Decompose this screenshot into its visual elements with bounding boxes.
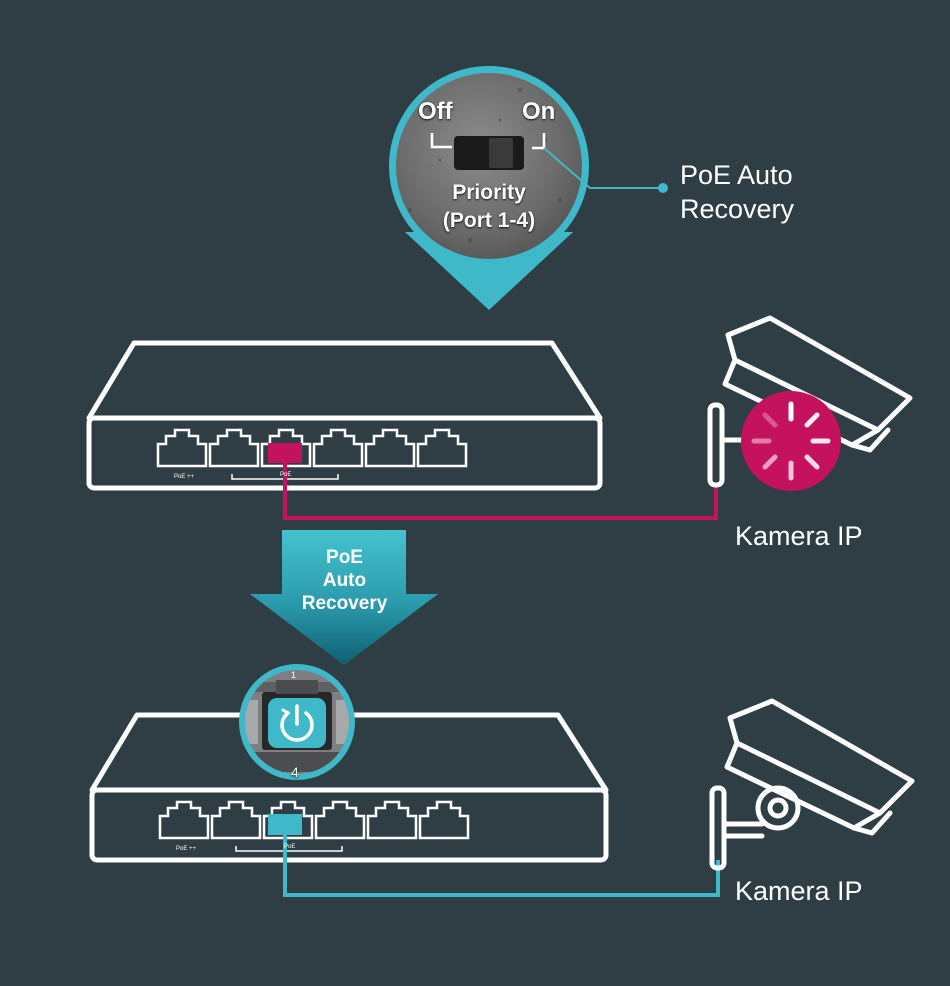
port (158, 800, 210, 840)
center-mark-top: PoE (280, 472, 292, 478)
on-label: On (522, 98, 556, 125)
port (416, 428, 468, 468)
magnifier-callout (389, 66, 589, 310)
port (364, 428, 416, 468)
camera-housing (727, 698, 915, 816)
camera-mount-plate (707, 402, 725, 488)
camera-joint (755, 785, 801, 831)
port-zoom-bottom-number: 4 (291, 764, 299, 780)
poe-mark-top: PoE ++ (174, 474, 195, 480)
poe-mark-bottom: PoE ++ (176, 846, 197, 852)
poe-bracket (235, 846, 343, 852)
switch-top-ports (156, 428, 468, 480)
camera-mount-plate (709, 785, 727, 871)
cable-top (283, 463, 718, 520)
recovery-arrow (250, 530, 438, 665)
port (210, 800, 262, 840)
switch-top-lid (86, 340, 603, 421)
switch-bottom-front (89, 787, 609, 863)
arrow-line-2: Auto (322, 570, 367, 591)
port (156, 428, 208, 468)
camera-joint-center (767, 797, 789, 819)
cable-bottom (283, 835, 720, 897)
loading-spinner-icon (751, 401, 831, 481)
camera-body (724, 740, 883, 831)
switch-top-front (86, 415, 603, 491)
camera-lens (851, 810, 893, 836)
dip-switch-lever (489, 138, 513, 168)
callout-line-2: Recovery (680, 194, 795, 224)
port (366, 800, 418, 840)
arrow-label: PoE Auto Recovery (262, 546, 427, 615)
callout-line-1: PoE Auto (680, 160, 793, 190)
switch-bottom-ports (158, 800, 470, 852)
center-mark-bottom: PoE (284, 844, 296, 850)
camera-bottom-label: Kamera IP (735, 876, 863, 906)
port-zoom-top-number: 1 (291, 670, 297, 680)
port (314, 800, 366, 840)
camera-top-label: Kamera IP (735, 521, 863, 551)
arrow-line-3: Recovery (301, 593, 388, 614)
callout-dot (658, 183, 668, 193)
off-label: Off (418, 98, 453, 125)
port (312, 428, 364, 468)
camera-lens (849, 427, 891, 453)
off-bracket (430, 133, 452, 149)
port-zoom (239, 664, 355, 780)
port (418, 800, 470, 840)
switch-top (86, 340, 603, 491)
camera-housing (725, 315, 913, 433)
switch-bottom (89, 712, 609, 863)
camera-arm (721, 821, 765, 839)
power-restart-icon (280, 704, 314, 742)
camera-bottom (709, 698, 915, 871)
port (208, 428, 260, 468)
callout-leader-line (543, 147, 663, 189)
arrow-line-1: PoE (326, 547, 363, 568)
active-port-plug-top (268, 443, 302, 463)
priority-label: Priority (452, 181, 526, 204)
active-port-plug-bottom (268, 814, 302, 835)
port-range-label: (Port 1-4) (442, 209, 536, 232)
